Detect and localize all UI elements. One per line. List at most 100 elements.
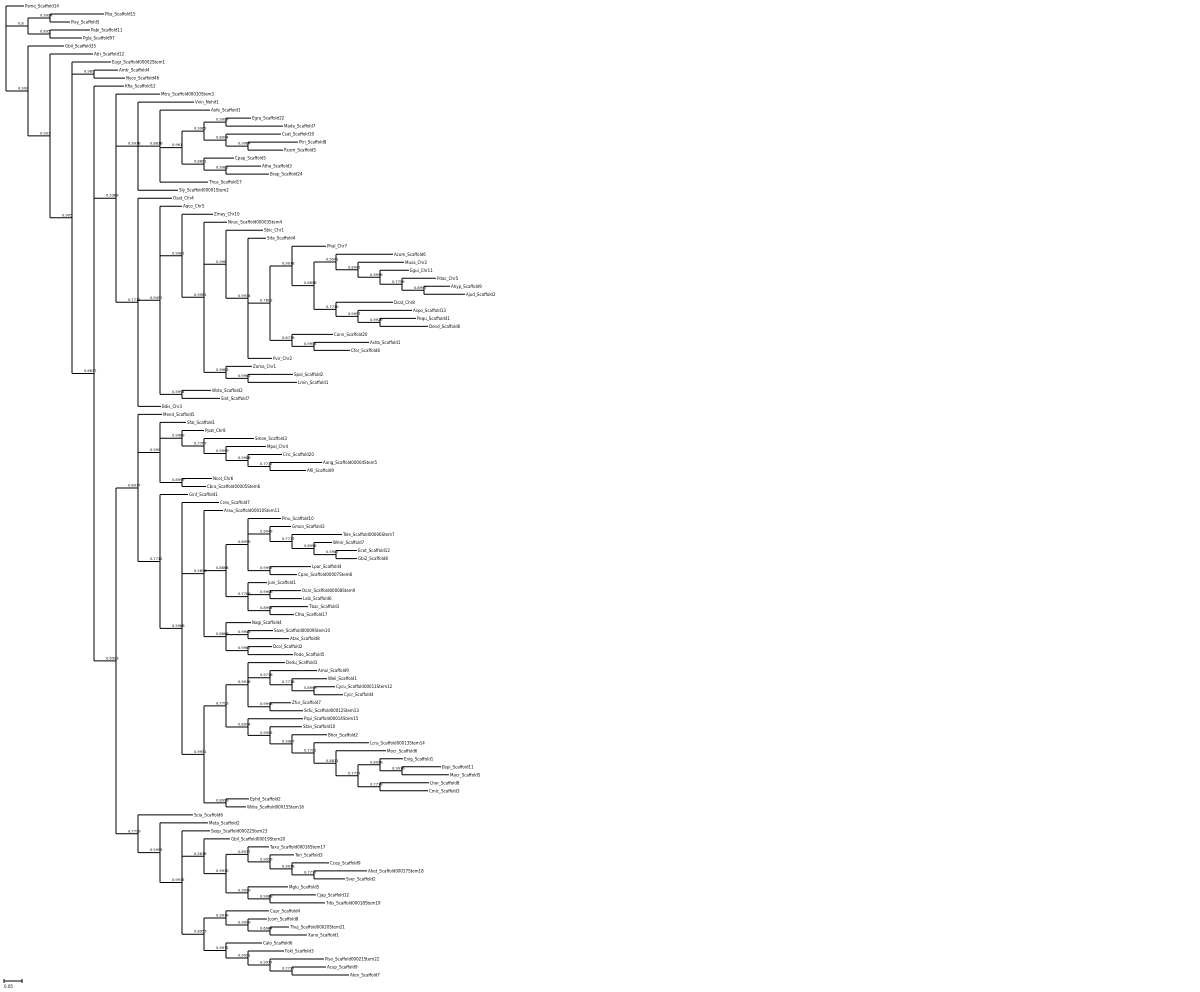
- support-value: 0.9972: [216, 946, 229, 950]
- tip-label: Bhor_Scaffold2: [328, 732, 358, 737]
- tip-label: Osat_Chr4: [173, 196, 194, 201]
- tip-label: Meta_Scaffold2: [209, 820, 240, 825]
- tip-label: Zfur_Scaffold7: [292, 700, 321, 705]
- support-value: 0.7779: [370, 782, 383, 786]
- tip-label: Cfor_Scaffold8: [351, 348, 380, 353]
- tip-label: Gbi2_Scaffold8: [358, 556, 388, 561]
- support-value: 0.9988: [238, 456, 251, 460]
- tip-label: Phal_Chr7: [327, 244, 347, 249]
- support-value: 0.9999: [216, 449, 229, 453]
- support-value: 0.9964: [238, 142, 251, 146]
- tip-label: Sint_Scaffold7: [221, 396, 250, 401]
- support-value: 0.5994: [172, 390, 185, 394]
- support-value: 0.9977: [260, 960, 273, 964]
- support-value: 0.8816: [150, 142, 163, 146]
- support-value: 0.995: [62, 213, 72, 217]
- support-value: 0.989: [84, 70, 95, 74]
- support-value: 0.9954: [304, 342, 317, 346]
- support-value: 0.8999: [172, 478, 185, 482]
- tip-label: Pspi_Scaffold00014Stem15: [304, 716, 359, 721]
- tip-label: Mtru_Scaffold00010Stem3: [161, 92, 214, 97]
- tip-label: Mocr_Scaffold6: [387, 748, 418, 753]
- tip-label: Bdis_Chr3: [162, 404, 182, 409]
- tip-label: Tori_Scaffold3: [294, 852, 323, 857]
- tip-label: Tbac_Scaffold3: [308, 604, 340, 609]
- tip-label: Spol_Scaffold2: [294, 372, 324, 377]
- tip-label: Taxu_Scaffold00016Stem17: [269, 844, 326, 849]
- tip-label: Dcat_Chr8: [394, 300, 415, 305]
- support-value: 0.9951: [194, 750, 207, 754]
- tip-label: Egra_Scaffold22: [252, 116, 285, 121]
- support-value: 0.7789: [238, 592, 251, 596]
- support-value: 0.9982: [216, 166, 229, 170]
- tip-label: Piso_Scaffold00021Stem22: [325, 956, 380, 961]
- tip-label: Macr_Scaffold5: [450, 772, 481, 777]
- support-value: 0.7791: [304, 749, 317, 753]
- tip-label: Musa_Chr2: [405, 260, 427, 265]
- support-value: 0.5942: [326, 258, 339, 262]
- support-value: 0.961: [172, 143, 182, 147]
- tip-label: Gbil_Scaffold00019Stem20: [231, 836, 286, 841]
- tip-label: Mpol_Chr4: [267, 444, 289, 449]
- support-value: 0.7712: [150, 557, 163, 561]
- tip-label: Gbil_Scaffold35: [65, 44, 96, 49]
- tip-label: Thca_Scaffold17: [208, 180, 242, 185]
- tip-label: Cupr_Scaffold4: [270, 908, 301, 913]
- support-value: 0.8666: [216, 632, 229, 636]
- support-value: 0.8801: [194, 160, 207, 164]
- support-value: 0.8977: [238, 850, 251, 854]
- support-value: 0.9970: [216, 869, 229, 873]
- tip-label: Pdac_Chr5: [437, 276, 459, 281]
- tip-label: Egui_Chr11: [410, 268, 433, 273]
- support-value: 0.9998: [260, 702, 273, 706]
- tip-label: Ginf_Scaffold1: [189, 492, 218, 497]
- support-value: 0.7777: [260, 462, 273, 466]
- tree-branches: [5, 5, 465, 976]
- support-value: 0.5389: [106, 194, 119, 198]
- tip-label: Cjap_Scaffold12: [317, 892, 349, 897]
- tip-label: Ecot_Scaffold12: [358, 548, 390, 553]
- tip-label: Sbic_Chr1: [264, 228, 284, 233]
- tip-label: Lmin_Scaffold1: [298, 380, 329, 385]
- tip-label: Lsib_Scaffold6: [303, 596, 332, 601]
- tip-label: Pita_Scaffold15: [105, 12, 136, 17]
- tip-label: Saxe_Scaffold00009Stem10: [274, 628, 330, 633]
- support-value: 0.7777: [282, 537, 295, 541]
- support-value: 0.8977: [128, 483, 141, 487]
- support-value: 0.9976: [392, 766, 405, 770]
- tip-label: Weli_Scaffold1: [328, 676, 357, 681]
- tip-label: Ashb_Scaffold1: [370, 340, 401, 345]
- support-value: 0.9999: [216, 118, 229, 122]
- support-value: 0.6677: [84, 369, 97, 373]
- tip-label: Wmir_Scaffold7: [333, 540, 365, 545]
- support-value: 0.8999: [238, 540, 251, 544]
- tip-label: Ajud_Scaffold2: [466, 292, 496, 297]
- support-value: 0.9929: [370, 318, 383, 322]
- support-value: 0.8871: [326, 759, 339, 763]
- tip-label: Ssfu_Scaffold00012Stem13: [304, 708, 359, 713]
- tip-label: Amoi_Scaffold9: [318, 668, 349, 673]
- tip-label: Zoma_Chr1: [253, 364, 277, 369]
- tip-label: Sver_Scaffold2: [346, 876, 376, 881]
- support-value: 0.8997: [414, 286, 427, 290]
- tip-label: Ncol_Chr6: [213, 476, 234, 481]
- tree-labels: Psme_Scaffold14Pita_Scaffold15Pisy_Scaff…: [18, 4, 496, 978]
- support-value: 0.9776: [260, 673, 273, 677]
- support-value: 0.5896: [194, 569, 207, 573]
- tip-label: Aofe_Scaffold1: [211, 108, 241, 113]
- support-value: 0.9451: [150, 296, 163, 300]
- support-value: 0.9987: [282, 739, 295, 743]
- tip-label: Kfla_Scaffold12: [125, 84, 156, 89]
- tip-label: Pabi_Scaffold11: [91, 28, 123, 33]
- tip-label: Brap_Scaffold24: [270, 172, 303, 177]
- support-value: 0.996: [216, 260, 227, 264]
- tip-label: Lhor_Scaffold8: [430, 780, 460, 785]
- tip-label: Bspi_Scaffold11: [442, 764, 474, 769]
- tip-label: Pvir_Chr2: [273, 356, 293, 361]
- support-value: 0.9978: [282, 864, 295, 868]
- support-value: 0.8999: [304, 686, 317, 690]
- support-value: 0.7793: [216, 701, 229, 705]
- tip-label: Cycr_Scaffold4: [344, 692, 374, 697]
- tip-label: Smoe_Scaffold3: [255, 436, 287, 441]
- support-value: 0.9989: [172, 434, 185, 438]
